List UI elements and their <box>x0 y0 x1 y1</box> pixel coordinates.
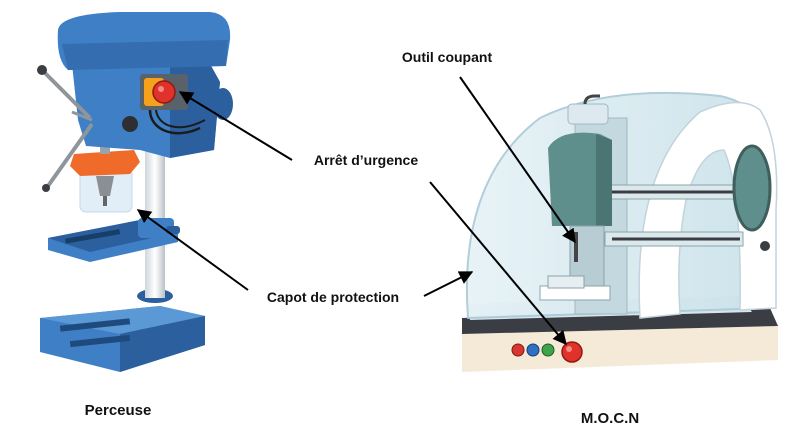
annotation-arrows <box>136 76 576 346</box>
drill-press-illustration <box>37 12 233 372</box>
feed-handle-knob <box>37 65 47 75</box>
cnc-emergency-stop <box>561 341 583 363</box>
label-outil-coupant: Outil coupant <box>402 49 493 65</box>
arrow-capot-drill <box>136 209 249 291</box>
drill-column <box>145 130 165 298</box>
cnc-button-red-small <box>511 343 525 357</box>
caption-perceuse: Perceuse <box>85 402 152 419</box>
cnc-button-blue <box>526 343 540 357</box>
label-arret-urgence: Arrêt d’urgence <box>314 152 418 168</box>
cnc-cutting-tool <box>574 232 578 262</box>
cnc-machine-illustration <box>462 91 778 372</box>
arrow-arret-cnc <box>429 181 567 346</box>
arrow-outil-coupant <box>459 76 576 244</box>
drill-guard-ring <box>70 150 140 176</box>
arrow-arret-drill <box>178 91 293 161</box>
arrow-capot-cnc <box>423 271 474 297</box>
cnc-button-green <box>541 343 555 357</box>
label-capot-protection: Capot de protection <box>267 289 399 305</box>
caption-mocn: M.O.C.N <box>581 410 639 427</box>
drill-emergency-stop <box>152 80 176 104</box>
